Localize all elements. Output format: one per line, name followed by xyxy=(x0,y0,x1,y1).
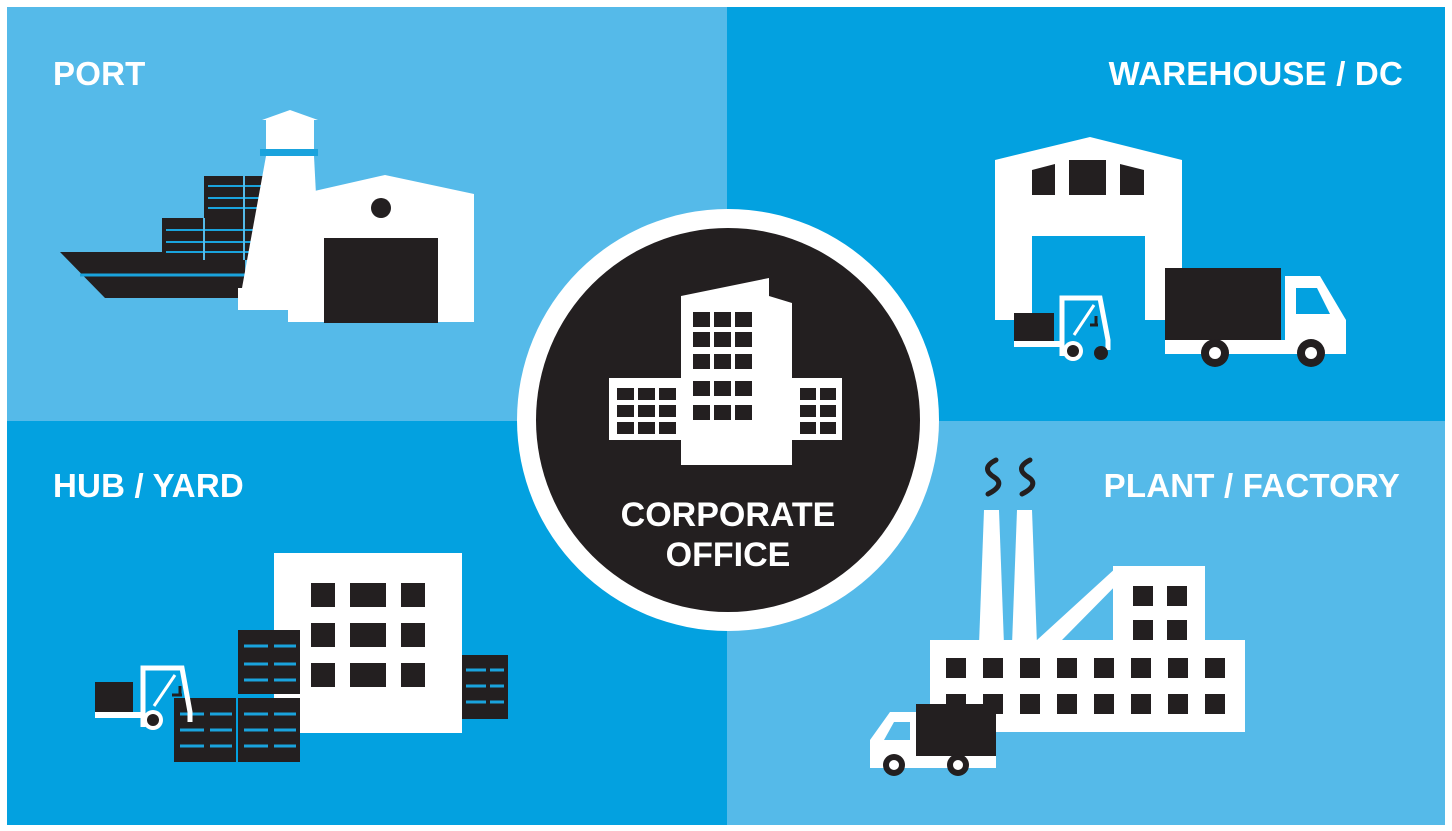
plant-label: PLANT / FACTORY xyxy=(1103,467,1400,504)
factory-smokestacks-icon xyxy=(870,457,1245,776)
warehouse-label: WAREHOUSE / DC xyxy=(1108,55,1403,92)
center-label-line2: OFFICE xyxy=(665,536,791,574)
port-lighthouse-ship-icon xyxy=(60,110,474,323)
hub-label: HUB / YARD xyxy=(53,467,244,504)
hub-yard-containers-icon xyxy=(95,553,508,762)
warehouse-truck-forklift-icon xyxy=(995,137,1346,367)
office-building-icon xyxy=(609,278,842,465)
corporate-office-label: CORPORATE OFFICE xyxy=(542,495,914,575)
center-label-line1: CORPORATE xyxy=(620,496,836,534)
port-label: PORT xyxy=(53,55,146,92)
